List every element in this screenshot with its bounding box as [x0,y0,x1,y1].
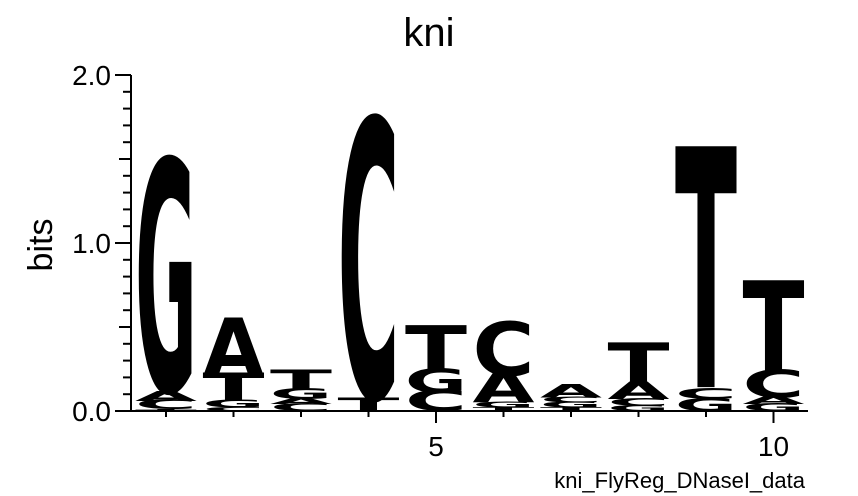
logo-letter-a: A [203,302,266,397]
y-axis-label: bits [22,219,60,272]
logo-letter-t: T [338,394,400,416]
logo-letter-t: T [540,406,602,412]
logo-letter-c: C [338,43,400,488]
logo-letter-a: A [135,388,198,404]
logo-letter-t: T [473,406,535,412]
logo-letter-t: T [405,314,467,386]
logo-letter-a: A [743,394,805,407]
logo-letter-c: C [608,397,670,409]
logo-letter-c: C [675,385,737,403]
logo-letter-c: C [203,406,265,412]
logo-letter-g: G [135,98,197,467]
logo-letter-t: T [270,364,332,396]
logo-letter-g: G [675,394,737,415]
logo-letter-g: G [608,404,670,413]
logo-letter-t: T [743,256,805,401]
chart-title: kni [403,11,454,55]
logo-letter-t: T [675,82,737,467]
logo-letter-t: T [608,331,670,397]
logo-letter-t: T [135,408,197,411]
logo-letter-g: G [743,401,805,413]
y-tick-label: 2.0 [72,60,111,91]
logo-letter-a: A [270,397,332,406]
y-tick-label: 1.0 [72,228,111,259]
y-axis: 0.0 1.0 2.0 [72,60,132,427]
logo-letter-c: C [270,402,332,414]
logo-letter-c: C [473,306,535,393]
x-axis: 5 10 [131,410,808,462]
logo-letter-t: T [203,366,266,410]
y-tick-label: 0.0 [72,396,111,427]
logo-letter-a: A [608,376,670,404]
logo-letter-g: G [203,398,265,410]
x-tick-label: 5 [428,431,444,462]
logo-letter-c: C [743,362,805,407]
logo-letter-g: G [540,400,602,409]
logo-letter-g: G [473,400,535,409]
logo-letter-g: G [270,385,332,403]
logo-letter-g: G [405,361,467,400]
x-tick-label: 10 [758,431,789,462]
logo-letter-c: C [540,396,602,405]
logo-letter-c: C [135,398,197,413]
logo-letter-a: A [540,380,602,402]
logo-letter-a: A [473,363,535,413]
logo-letter-c: C [405,385,467,418]
dataset-label: kni_FlyReg_DNaseI_data [554,468,805,493]
